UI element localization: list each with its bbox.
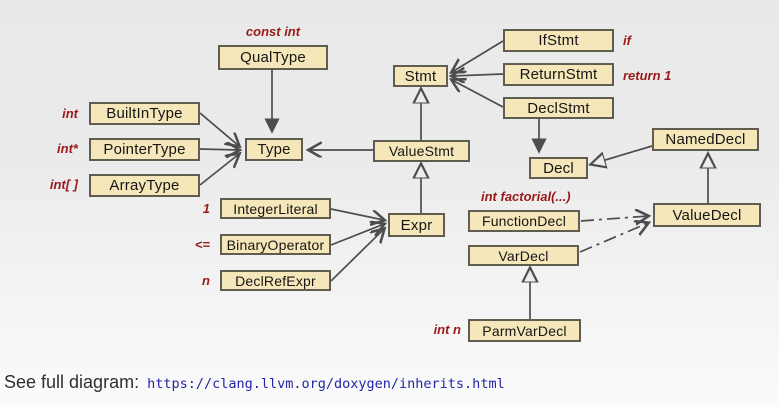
node-valuestmt: ValueStmt bbox=[373, 140, 470, 162]
node-declrefexpr: DeclRefExpr bbox=[220, 270, 331, 291]
edge-binaryoperator-expr bbox=[330, 224, 384, 246]
edge-declrefexpr-expr bbox=[330, 229, 384, 282]
node-stmt: Stmt bbox=[393, 65, 448, 87]
node-functiondecl: FunctionDecl bbox=[468, 210, 580, 232]
annotation-builtintype: int bbox=[62, 106, 78, 121]
node-declstmt: DeclStmt bbox=[503, 97, 614, 119]
edge-nameddecl-decl bbox=[592, 145, 653, 164]
full-diagram-link[interactable]: https://clang.llvm.org/doxygen/inherits.… bbox=[147, 376, 505, 392]
edge-functiondecl-valuedecl bbox=[580, 216, 648, 221]
node-valuedecl: ValueDecl bbox=[653, 203, 761, 227]
node-qualtype: QualType bbox=[218, 45, 328, 70]
annotation-integerliteral: 1 bbox=[202, 201, 210, 216]
node-decl: Decl bbox=[529, 157, 588, 179]
annotation-ifstmt: if bbox=[623, 33, 631, 48]
node-integerliteral: IntegerLiteral bbox=[220, 198, 331, 219]
footer-caption: See full diagram: bbox=[4, 372, 140, 392]
node-ifstmt: IfStmt bbox=[503, 29, 614, 52]
edge-returnstmt-stmt bbox=[452, 74, 504, 76]
annotation-qualtype: const int bbox=[245, 24, 301, 39]
node-builtintype: BuiltInType bbox=[89, 102, 200, 125]
annotation-binaryoperator: <= bbox=[194, 237, 210, 252]
edge-ifstmt-stmt bbox=[452, 40, 504, 72]
annotation-pointertype: int* bbox=[57, 141, 78, 156]
node-vardecl: VarDecl bbox=[468, 245, 579, 266]
node-pointertype: PointerType bbox=[89, 138, 200, 161]
edge-vardecl-valuedecl bbox=[579, 223, 648, 253]
edge-declstmt-stmt bbox=[452, 80, 504, 108]
footer: See full diagram: https://clang.llvm.org… bbox=[4, 372, 505, 393]
edge-integerliteral-expr bbox=[330, 208, 384, 220]
node-arraytype: ArrayType bbox=[89, 174, 200, 197]
annotation-functiondecl: int factorial(...) bbox=[481, 189, 571, 204]
node-parmvardecl: ParmVarDecl bbox=[468, 319, 581, 342]
edge-pointertype-type bbox=[199, 149, 239, 150]
annotation-arraytype: int[ ] bbox=[49, 177, 78, 192]
node-nameddecl: NamedDecl bbox=[652, 128, 759, 151]
annotation-returnstmt: return 1 bbox=[623, 68, 672, 83]
node-binaryoperator: BinaryOperator bbox=[220, 234, 331, 255]
node-returnstmt: ReturnStmt bbox=[503, 63, 614, 86]
edge-arraytype-type bbox=[199, 154, 239, 186]
annotation-declrefexpr: n bbox=[202, 273, 210, 288]
node-type: Type bbox=[245, 138, 303, 161]
node-expr: Expr bbox=[388, 213, 445, 237]
edge-builtintype-type bbox=[199, 112, 239, 146]
annotation-parmvardecl: int n bbox=[433, 322, 461, 337]
